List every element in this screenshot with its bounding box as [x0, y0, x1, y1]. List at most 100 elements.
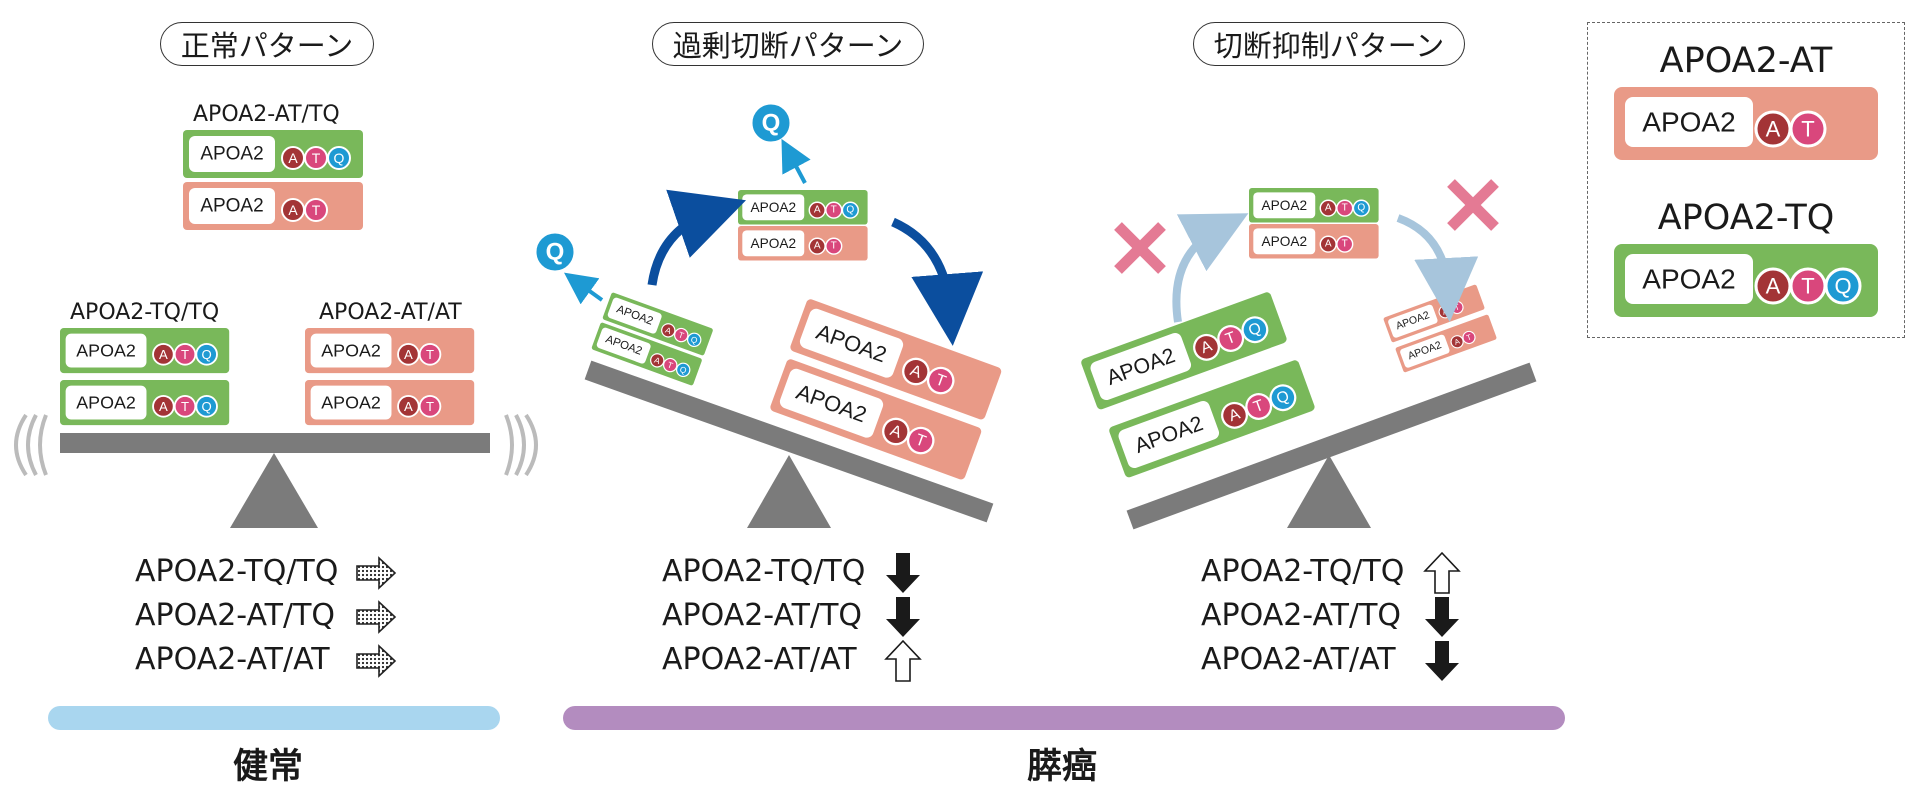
q-release-arrow: [781, 138, 811, 184]
name-tag: [1118, 400, 1220, 469]
residue-a-letter: A: [664, 325, 673, 336]
residue-a-circle: [1221, 401, 1248, 429]
residue-t-letter: T: [1801, 274, 1814, 299]
q-circle: [533, 230, 577, 274]
vibration-arc-right: [514, 414, 526, 476]
arrow-shape: [356, 556, 397, 590]
residue-t-circle: [674, 327, 689, 343]
residue-a-letter: A: [1325, 203, 1332, 214]
healthy-label: 健常: [233, 747, 304, 787]
normal-genotype-label: APOA2-TQ/TQ: [135, 554, 339, 589]
residue-a-letter: A: [159, 347, 168, 362]
increase-arrow-icon: [884, 639, 922, 682]
legend-at-title: APOA2-AT: [1659, 41, 1833, 81]
residue-a-letter: A: [159, 399, 168, 414]
arrow-shape: [1425, 641, 1459, 681]
residue-t-letter: T: [1465, 332, 1473, 342]
residue-t-letter: T: [1801, 117, 1814, 142]
residue-a-letter: A: [404, 347, 413, 362]
cross-stroke: [1447, 179, 1499, 231]
residue-q-letter: Q: [678, 364, 688, 376]
excess-genotype-label: APOA2-AT/AT: [662, 642, 857, 677]
residue-q-circle: [676, 362, 691, 377]
released-q: Q: [533, 230, 577, 274]
residue-q-circle: [195, 395, 218, 418]
name-tag: [1400, 334, 1450, 368]
suppressed-beam: [1126, 362, 1537, 530]
name-tag: [1090, 332, 1192, 401]
residue-t-circle: [663, 357, 678, 373]
excess-pattern-title: 過剰切断パターン: [652, 22, 924, 66]
arrow-shape: [884, 639, 922, 682]
residue-a-circle: [1193, 333, 1220, 361]
vibration-arc-left: [14, 413, 28, 477]
q-letter: Q: [762, 110, 781, 137]
residue-t-circle: [1336, 235, 1354, 253]
residue-q-letter: Q: [202, 399, 212, 414]
blocked-cross-icon: [1114, 222, 1166, 274]
residue-a-letter: A: [288, 202, 298, 218]
apoa2-name: APOA2: [200, 196, 263, 217]
apoa2-name: APOA2: [200, 144, 263, 165]
healthy-band: [48, 706, 500, 730]
arrow-shape: [1423, 551, 1461, 594]
apoa2-name: APOA2: [1262, 234, 1308, 249]
arrow-shape: [886, 553, 920, 593]
residue-t-letter: T: [831, 241, 837, 252]
normal-pattern-title: 正常パターン: [160, 22, 374, 66]
decrease-arrow-icon: [1425, 641, 1459, 681]
residue-t-letter: T: [666, 360, 674, 371]
normal-genotype-label: APOA2-AT/AT: [135, 642, 330, 677]
residue-t-letter: T: [831, 205, 837, 216]
fulcrum: [1287, 455, 1371, 528]
name-tag: [65, 333, 147, 368]
name-tag: [1253, 192, 1316, 219]
residue-a-letter: A: [404, 399, 413, 414]
normal-left-label: APOA2-TQ/TQ: [70, 300, 220, 325]
fulcrum: [230, 453, 318, 528]
residue-q-letter: Q: [1274, 388, 1291, 408]
q-letter: Q: [546, 239, 565, 266]
residue-t-letter: T: [312, 150, 321, 166]
residue-q-letter: Q: [1246, 320, 1263, 340]
excess-beam: [584, 360, 994, 523]
residue-a-letter: A: [288, 150, 298, 166]
vibration-arc-right: [524, 413, 538, 477]
legend-name-tag: [1625, 97, 1753, 147]
residue-q-circle: [195, 343, 218, 366]
apoa2-name: APOA2: [321, 341, 381, 361]
arrow-shape: [886, 597, 920, 637]
name-tag: [596, 327, 651, 364]
residue-t-letter: T: [312, 202, 321, 218]
residue-q-circle: [327, 146, 351, 170]
residue-t-circle: [418, 395, 442, 418]
excess-genotype-label: APOA2-AT/TQ: [662, 598, 863, 633]
residue-a-letter: A: [814, 241, 821, 252]
cancer-label: 膵癌: [1027, 747, 1098, 787]
decrease-arrow-icon: [886, 553, 920, 593]
legend-apoa2-name: APOA2: [1642, 107, 1735, 138]
residue-q-letter: Q: [1357, 203, 1365, 214]
arrow-shape: [356, 600, 397, 634]
apoa2-name: APOA2: [751, 236, 797, 251]
name-tag: [742, 230, 805, 257]
normal-genotype-label: APOA2-AT/TQ: [135, 598, 336, 633]
residue-q-letter: Q: [689, 334, 699, 346]
q-circle: [749, 101, 793, 145]
normal-right-label: APOA2-AT/AT: [319, 300, 462, 325]
residue-q-circle: [841, 201, 859, 219]
apoa2-name: APOA2: [1262, 198, 1308, 213]
legend-tq-title: APOA2-TQ: [1657, 198, 1835, 238]
same-trend-arrow-icon: [356, 644, 397, 678]
